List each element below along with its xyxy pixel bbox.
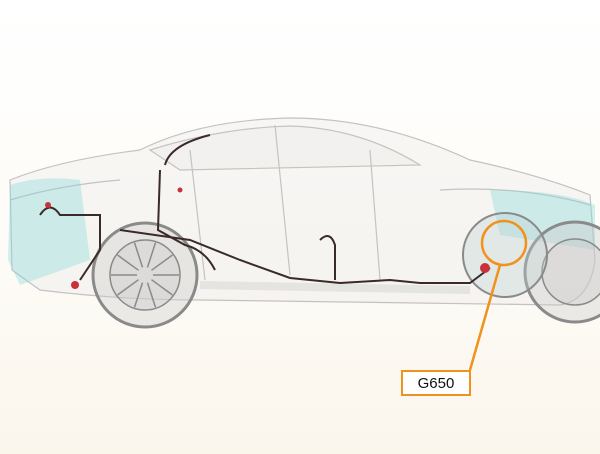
callout-leader <box>468 264 502 371</box>
wheel-spoke <box>117 254 139 271</box>
callout <box>468 219 528 371</box>
wheel-spoke <box>151 279 173 296</box>
wheel-spoke <box>133 242 144 268</box>
wiring-harness <box>39 134 491 285</box>
wheel-spoke <box>146 282 157 308</box>
callout-circle <box>480 219 528 267</box>
connectors <box>45 187 490 289</box>
cyan-tint-front <box>8 178 595 285</box>
car-body <box>9 117 596 306</box>
wheel-spoke <box>133 282 144 308</box>
wheel-spoke <box>151 254 173 271</box>
component-label-g650: G650 <box>401 370 471 396</box>
wheel-spoke <box>146 242 157 268</box>
wheel-spoke <box>117 279 139 296</box>
front-wheel <box>91 221 199 329</box>
